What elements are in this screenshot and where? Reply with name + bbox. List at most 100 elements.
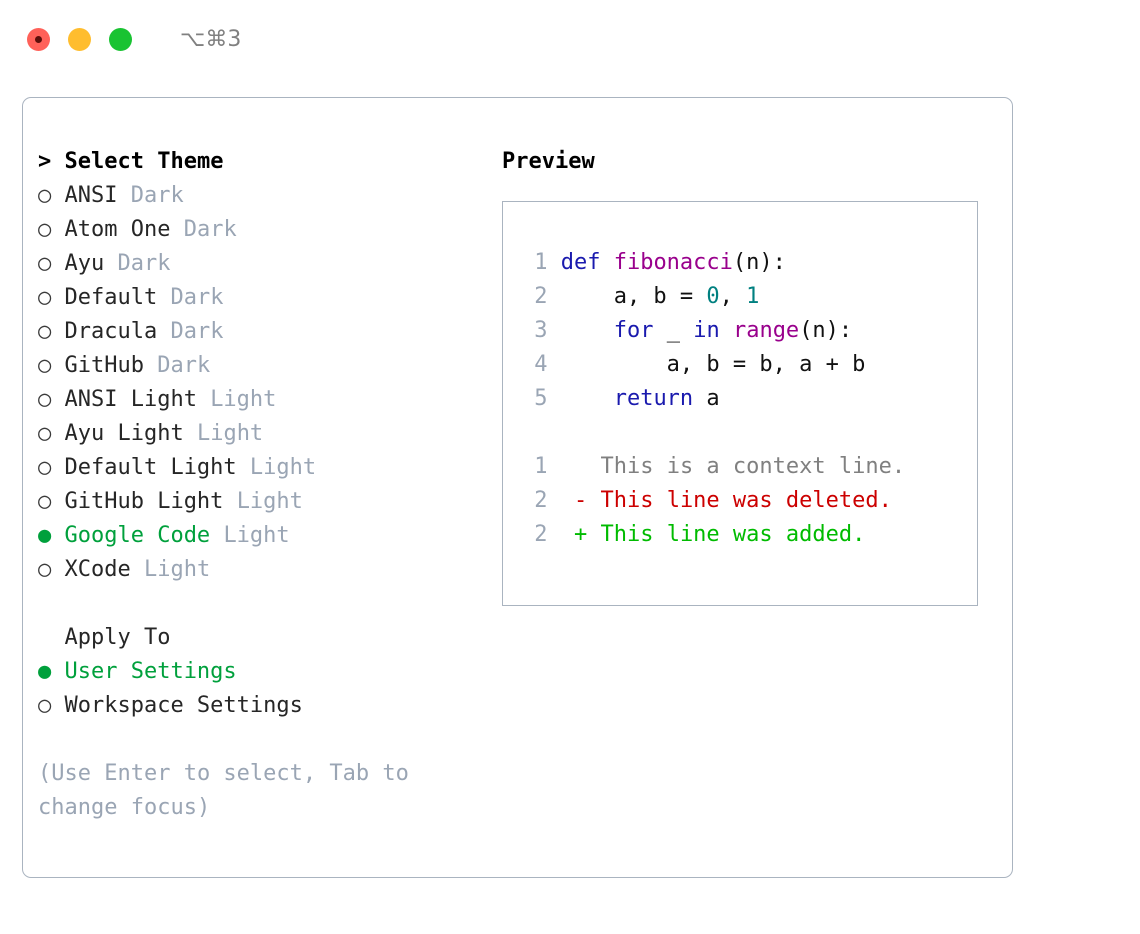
radio-unselected-icon[interactable]: ○ [38, 421, 52, 446]
radio-selected-icon[interactable]: ● [38, 523, 52, 548]
code-line: 3 for _ in range(n): [521, 314, 977, 348]
preview-title: Preview [502, 149, 595, 174]
theme-name: Default [64, 285, 158, 310]
theme-name: Google Code [64, 523, 211, 548]
theme-variant-tag: Dark [130, 183, 184, 208]
code-token: a [693, 386, 720, 411]
code-token [720, 318, 733, 343]
code-token: def [560, 250, 614, 275]
code-line-number: 4 [534, 352, 548, 377]
radio-unselected-icon[interactable]: ○ [38, 557, 52, 582]
code-line: 1 def fibonacci(n): [521, 246, 977, 280]
code-line-number: 5 [534, 386, 548, 411]
theme-list-item[interactable]: ○ Default Light Light [38, 451, 488, 485]
theme-name: GitHub [64, 353, 144, 378]
theme-list-item[interactable]: ○ GitHub Light Light [38, 485, 488, 519]
section-spacer [38, 587, 488, 621]
radio-unselected-icon[interactable]: ○ [38, 217, 52, 242]
code-token: in [693, 318, 720, 343]
theme-name: ANSI Light [64, 387, 197, 412]
theme-variant-tag: Light [143, 557, 211, 582]
code-line: 2 a, b = 0, 1 [521, 280, 977, 314]
diff-line-number: 1 [534, 454, 548, 479]
theme-variant-tag: Light [210, 387, 277, 412]
radio-unselected-icon[interactable]: ○ [38, 251, 52, 276]
radio-unselected-icon[interactable]: ○ [38, 285, 52, 310]
theme-variant-tag: Light [223, 523, 290, 548]
keyboard-shortcut-label: ⌥⌘3 [180, 26, 242, 52]
theme-variant-tag: Dark [170, 285, 224, 310]
theme-list-item[interactable]: ○ Dracula Dark [38, 315, 488, 349]
diff-text: This line was added. [600, 522, 866, 547]
theme-name: Default Light [64, 455, 237, 480]
theme-name: Dracula [64, 319, 158, 344]
theme-name: Ayu Light [64, 421, 184, 446]
theme-variant-tag: Dark [117, 251, 171, 276]
radio-selected-icon[interactable]: ● [38, 659, 52, 684]
theme-list-item[interactable]: ○ ANSI Light Light [38, 383, 488, 417]
diff-text: This is a context line. [600, 454, 906, 479]
code-line: 5 return a [521, 382, 977, 416]
theme-variant-tag: Dark [170, 319, 224, 344]
code-token [561, 386, 614, 411]
apply-to-label: User Settings [64, 659, 237, 684]
code-token: range [732, 318, 800, 343]
apply-to-option[interactable]: ○ Workspace Settings [38, 689, 488, 723]
code-token: (n): [799, 318, 853, 343]
theme-list-item[interactable]: ○ Ayu Light Light [38, 417, 488, 451]
radio-unselected-icon[interactable]: ○ [38, 387, 52, 412]
theme-list-item[interactable]: ○ Atom One Dark [38, 213, 488, 247]
heading-text: Select Theme [64, 149, 224, 174]
close-button[interactable] [27, 27, 50, 51]
radio-unselected-icon[interactable]: ○ [38, 455, 52, 480]
code-line: 4 a, b = b, a + b [521, 348, 977, 382]
code-token: (n): [732, 250, 786, 275]
radio-unselected-icon[interactable]: ○ [38, 353, 52, 378]
theme-name: Ayu [64, 251, 105, 276]
code-token: a, b = b, a + b [560, 352, 866, 377]
code-token: fibonacci [613, 250, 733, 275]
theme-variant-tag: Dark [183, 217, 237, 242]
radio-unselected-icon[interactable]: ○ [38, 693, 52, 718]
theme-list-item[interactable]: ○ ANSI Dark [38, 179, 488, 213]
code-token: 1 [746, 284, 760, 309]
radio-unselected-icon[interactable]: ○ [38, 319, 52, 344]
code-line-number: 1 [534, 250, 548, 275]
theme-variant-tag: Light [236, 489, 303, 514]
main-panel: > Select Theme ○ ANSI Dark○ Atom One Dar… [22, 97, 1013, 878]
theme-name: ANSI [64, 183, 118, 208]
apply-to-option[interactable]: ● User Settings [38, 655, 488, 689]
theme-picker-column: > Select Theme ○ ANSI Dark○ Atom One Dar… [38, 145, 488, 825]
apply-to-heading: Apply To [38, 621, 488, 655]
radio-unselected-icon[interactable]: ○ [38, 183, 52, 208]
diff-text: This line was deleted. [600, 488, 892, 513]
code-token: for [613, 318, 654, 343]
theme-list-item[interactable]: ○ Ayu Dark [38, 247, 488, 281]
diff-line: 2 - This line was deleted. [521, 484, 977, 518]
code-diff-gap [503, 416, 977, 450]
theme-list-item[interactable]: ○ GitHub Dark [38, 349, 488, 383]
code-token [561, 318, 614, 343]
code-token: 0 [706, 284, 720, 309]
apply-to-list: ● User Settings○ Workspace Settings [38, 655, 488, 723]
window-titlebar: ⌥⌘3 [0, 0, 1140, 78]
theme-list-item[interactable]: ○ Default Dark [38, 281, 488, 315]
theme-list-item[interactable]: ○ XCode Light [38, 553, 488, 587]
diff-line: 1 This is a context line. [521, 450, 977, 484]
keyboard-hint: (Use Enter to select, Tab to change focu… [38, 761, 423, 820]
minimize-button[interactable] [68, 27, 91, 51]
theme-variant-tag: Light [249, 455, 317, 480]
theme-list-item[interactable]: ● Google Code Light [38, 519, 488, 553]
maximize-button[interactable] [109, 27, 132, 51]
code-token: a, b = [560, 284, 707, 309]
code-token: _ [653, 318, 694, 343]
code-token: return [613, 386, 694, 411]
theme-name: XCode [64, 557, 131, 582]
heading-prompt-caret: > [38, 149, 52, 174]
theme-variant-tag: Light [196, 421, 264, 446]
radio-unselected-icon[interactable]: ○ [38, 489, 52, 514]
code-line-number: 2 [534, 284, 548, 309]
theme-name: Atom One [64, 217, 171, 242]
